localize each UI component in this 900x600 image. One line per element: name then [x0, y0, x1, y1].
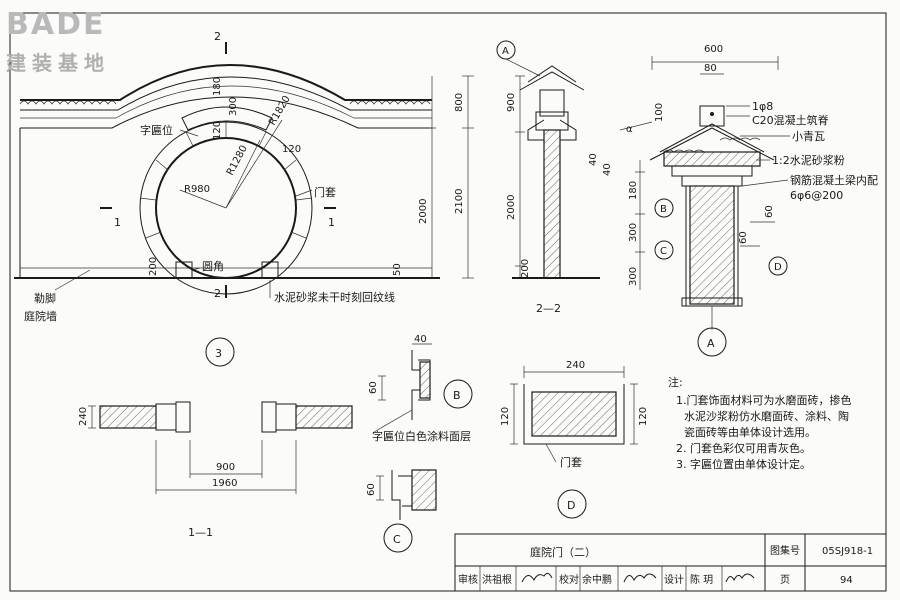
s22-title: 2—2 — [536, 302, 561, 315]
dim-r1820: R1820 — [267, 94, 293, 128]
sheet-border — [9, 12, 887, 592]
page-label: 页 — [780, 574, 790, 586]
detail-d-view: 240 120 120 门套 D — [500, 360, 649, 519]
view-number-circle — [205, 337, 235, 367]
review-name: 洪祖根 — [482, 573, 512, 586]
label-courtyard-wall: 庭院墙 — [24, 309, 57, 323]
a-label-rebar: 1φ8 — [752, 100, 773, 113]
view-number: 3 — [215, 347, 222, 360]
a-label-beam-rebar: 6φ6@200 — [790, 189, 843, 202]
design-name: 陈 玥 — [690, 573, 713, 586]
d-dim-240: 240 — [566, 360, 585, 371]
a-label-tile: 小青瓦 — [792, 130, 825, 143]
s11-dim-240: 240 — [78, 407, 89, 426]
note-line: 水泥沙浆粉仿水磨面砖、涂料、陶 — [684, 409, 849, 423]
dim-300: 300 — [228, 97, 239, 116]
a-label-beam: 钢筋混凝土梁内配 — [790, 173, 878, 187]
dim-2100: 2100 — [454, 189, 465, 214]
note-line: 1.门套饰面材料可为水磨面砖，掺色 — [676, 393, 852, 407]
atlas-number: 05SJ918-1 — [822, 546, 873, 557]
drawing-title: 庭院门（二） — [530, 545, 596, 559]
detail-b-view: 40 60 字匾位白色涂料面层 B — [368, 334, 473, 443]
notes-heading: 注: — [668, 375, 683, 389]
note-line: 3. 字匾位置由单体设计定。 — [676, 457, 811, 471]
d-title: D — [567, 499, 575, 512]
section-1-1-view: 240 900 1960 1—1 — [78, 401, 353, 539]
b-dim-60: 60 — [368, 381, 379, 394]
a-dim-80: 80 — [704, 63, 717, 74]
a-dim-40-a: 40 — [588, 153, 599, 166]
label-plaque: 字匾位 — [140, 123, 173, 137]
s11-title: 1—1 — [188, 526, 213, 539]
logo-subtitle: 建装基地 — [6, 51, 110, 75]
b-title: B — [453, 389, 461, 402]
section-mark-bottom: 2 — [214, 287, 221, 300]
dim-180: 180 — [212, 77, 223, 96]
title-block: 庭院门（二） 图集号 05SJ918-1 页 94 审核 洪祖根 校对 余中鹏 … — [454, 533, 887, 592]
detail-c-view: 60 C — [366, 469, 437, 553]
a-dim-60-a: 60 — [738, 231, 749, 244]
elevation-view: 2 2 1 1 字匾位 门套 圆角 勒脚 庭院墙 水泥砂浆未干时刻回纹线 R98… — [14, 30, 474, 367]
a-label-c20: C20混凝土筑脊 — [752, 113, 829, 127]
review-signature — [521, 572, 553, 583]
label-mortar-lines: 水泥砂浆未干时刻回纹线 — [274, 290, 395, 304]
d-dim-120-a: 120 — [500, 407, 511, 426]
s11-dim-1960: 1960 — [212, 478, 237, 489]
label-round-corner: 圆角 — [202, 260, 224, 273]
a-dim-40-b: 40 — [602, 163, 613, 176]
design-signature — [725, 573, 755, 583]
check-signature — [623, 573, 657, 583]
dim-r1280: R1280 — [225, 144, 250, 178]
callout-a-marker: A — [502, 46, 509, 57]
a-dim-180: 180 — [628, 181, 639, 200]
a-title: A — [707, 337, 715, 350]
a-label-mortar: 1:2水泥砂浆粉 — [772, 153, 845, 167]
detail-a-view: 600 80 100 40 40 180 300 300 60 60 α 1φ8… — [588, 44, 878, 357]
s22-dim-200: 200 — [520, 259, 531, 278]
atlas-label: 图集号 — [770, 544, 800, 557]
design-label: 设计 — [664, 573, 684, 586]
dim-800: 800 — [454, 93, 465, 112]
dim-2000: 2000 — [418, 199, 429, 224]
d-dim-120-b: 120 — [638, 407, 649, 426]
s22-dim-900: 900 — [506, 93, 517, 112]
a-callout-d: D — [774, 262, 782, 273]
s22-dim-2000: 2000 — [506, 195, 517, 220]
notes-block: 注: 1.门套饰面材料可为水磨面砖，掺色 水泥沙浆粉仿水磨面砖、涂料、陶 瓷面砖… — [668, 375, 852, 471]
dim-120-a: 120 — [212, 121, 223, 140]
a-callout-b: B — [660, 204, 667, 215]
b-dim-40: 40 — [414, 334, 427, 345]
a-dim-100: 100 — [654, 103, 665, 122]
page-number: 94 — [840, 575, 853, 586]
section-mark-top: 2 — [214, 30, 221, 43]
a-angle: α — [626, 124, 633, 135]
d-label: 门套 — [560, 455, 582, 469]
note-line: 2. 门套色彩仅可用青灰色。 — [676, 441, 811, 455]
c-dim-60: 60 — [366, 483, 377, 496]
note-line: 瓷面砖等由单体设计选用。 — [684, 425, 816, 439]
logo-brand: BADE — [6, 7, 105, 42]
section-2-2-view: A 900 2000 200 2—2 — [496, 40, 600, 315]
b-label: 字匾位白色涂料面层 — [372, 429, 471, 443]
section-mark-right: 1 — [328, 216, 335, 229]
a-callout-c: C — [660, 246, 667, 257]
dim-200: 200 — [148, 257, 159, 276]
a-dim-60-b: 60 — [764, 205, 775, 218]
review-label: 审核 — [458, 573, 478, 586]
a-dim-600: 600 — [704, 44, 723, 55]
brand-logo: BADE 建装基地 — [6, 7, 110, 75]
s11-dim-900: 900 — [216, 462, 235, 473]
label-wall-base: 勒脚 — [34, 291, 56, 305]
dim-r980: R980 — [184, 184, 210, 195]
dim-120-b: 120 — [282, 144, 301, 155]
section-mark-left: 1 — [114, 216, 121, 229]
dim-50: 50 — [392, 263, 403, 276]
label-door-frame: 门套 — [314, 185, 336, 199]
c-title: C — [393, 533, 401, 546]
a-dim-300-b: 300 — [628, 267, 639, 286]
check-name: 余中鹏 — [582, 573, 612, 586]
check-label: 校对 — [559, 573, 579, 586]
a-dim-300-a: 300 — [628, 223, 639, 242]
